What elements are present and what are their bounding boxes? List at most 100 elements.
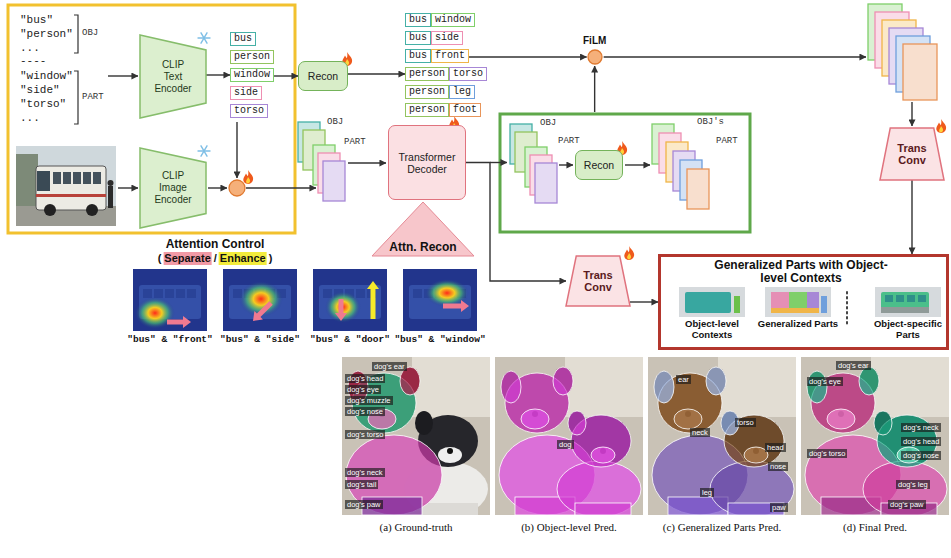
trapezoid-outline	[140, 35, 206, 118]
example-ground	[679, 287, 745, 317]
token-text: foot	[449, 103, 481, 117]
segment-label: ear	[676, 375, 691, 384]
transconv-trapezoid: Trans Conv	[880, 128, 944, 180]
attention-control-row: (Separate/Enhance)	[158, 252, 273, 265]
transconv-trapezoid: Trans Conv	[566, 256, 630, 306]
segment-label: dog's torso	[807, 449, 847, 458]
heat-blob	[325, 291, 361, 323]
feature-map	[535, 163, 557, 203]
dog-part	[874, 411, 892, 435]
bus-wheel	[86, 204, 98, 216]
map-ground	[223, 269, 297, 331]
dog-part	[706, 367, 726, 395]
prompt-word: ...	[20, 42, 40, 54]
arrow-connector	[348, 73, 405, 74]
photo-sky	[16, 146, 116, 226]
module-name: Trans Conv	[892, 142, 932, 166]
group-tag: OBJ	[540, 118, 556, 128]
recon-box: Recon	[298, 61, 348, 91]
bus-window	[73, 172, 81, 184]
attention-caption: "bus" & "door"	[310, 334, 390, 345]
attention-recon-triangle	[372, 202, 474, 256]
token-text: side	[431, 31, 463, 45]
segment-label: nose	[768, 462, 788, 471]
segment-label: dog's head	[345, 374, 385, 383]
dog-part	[591, 447, 615, 463]
object-part-token: buswindow	[405, 13, 475, 27]
segment-label: dog's ear	[372, 362, 407, 371]
output-panel: Generalized Parts with Object-level Cont…	[658, 254, 949, 350]
bus-body	[36, 166, 106, 210]
dog-part	[654, 371, 674, 403]
segment-mask	[859, 367, 879, 395]
token-text: person	[405, 67, 449, 81]
photo-wall	[412, 357, 490, 417]
segment-mask	[591, 447, 615, 463]
attention-shift-arrow	[335, 299, 347, 321]
prompt-word: "side"	[20, 84, 60, 96]
group-tag: OBJ	[82, 28, 98, 38]
group-tag: OBJ	[327, 117, 343, 127]
separate-highlight: Separate	[163, 252, 211, 265]
photo-building	[16, 154, 38, 209]
segment-label: dog's paw	[345, 500, 383, 509]
attention-shift-arrow	[167, 316, 191, 328]
frozen-snowflake-icon	[198, 33, 210, 43]
feature-map	[687, 169, 709, 209]
snowflake-arm	[201, 146, 207, 156]
bus-stripe	[36, 194, 106, 197]
flame-outer	[936, 119, 946, 133]
attention-caption: "bus" & "side"	[220, 334, 300, 345]
segment-label: dog's neck	[345, 468, 385, 477]
frozen-snowflake-icon	[198, 146, 210, 156]
subfigure-caption: (c) Generalized Parts Pred.	[663, 521, 782, 534]
arrow-line	[594, 66, 595, 112]
token-box: side	[230, 86, 262, 100]
segment-label: paw	[770, 503, 788, 512]
trainable-flame-icon	[624, 246, 634, 260]
example-ground	[765, 287, 831, 317]
segment-label: leg	[700, 488, 714, 497]
section-heading: Attention Control	[166, 237, 265, 251]
bus-window	[53, 172, 61, 184]
attention-shift-arrow	[253, 301, 273, 321]
group-tag: PART	[716, 136, 738, 146]
segment-mask	[568, 411, 586, 435]
segment-mask	[807, 371, 827, 403]
attention-shift-arrow	[367, 281, 379, 319]
prompt-word: "window"	[20, 70, 73, 82]
segment-mask	[706, 367, 726, 395]
example-caption: Object-level Contexts	[667, 319, 757, 340]
person-figure	[108, 186, 113, 208]
segment-label: dog's nose	[345, 407, 385, 416]
bus-window	[356, 289, 365, 298]
segment-mask	[654, 371, 674, 403]
arrow-connector	[466, 163, 566, 282]
recon-stage-frame	[500, 114, 750, 232]
dog-part	[553, 367, 573, 395]
flame-inner	[246, 177, 250, 183]
example-image	[765, 287, 831, 317]
output-example: Generalized Parts	[753, 287, 843, 330]
segment-label: torso	[735, 418, 756, 427]
token-box: torso	[230, 104, 268, 118]
segment-mask	[863, 461, 947, 515]
example-caption: Generalized Parts	[758, 319, 838, 330]
bus-window	[176, 289, 185, 298]
encoder-trapezoid: CLIP Image Encoder	[140, 148, 206, 228]
segment-mask	[575, 503, 631, 515]
arrow-line	[490, 162, 507, 163]
bus-window	[63, 172, 71, 184]
part-mask	[907, 295, 915, 302]
bracket	[74, 71, 78, 124]
trapezoid-outline	[566, 256, 630, 306]
prompt-word: ...	[20, 112, 40, 124]
segment-label: dog's head	[901, 437, 941, 446]
token-text: bus	[405, 49, 431, 63]
token-text: person	[405, 103, 449, 117]
flame-outer	[243, 170, 253, 184]
arrow-line	[348, 162, 386, 163]
map-ground	[133, 269, 207, 331]
arrow-line	[108, 75, 138, 76]
dotted-separator	[846, 292, 848, 326]
